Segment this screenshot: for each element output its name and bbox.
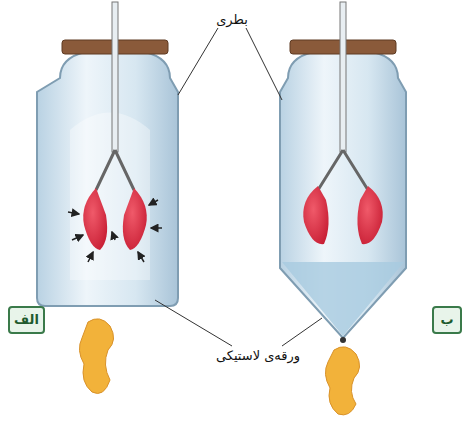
panel-letter-box: ب	[432, 306, 462, 334]
bottle-label: بطری	[214, 12, 250, 28]
panel-letter-box: الف	[8, 306, 45, 334]
panel-letter: ب	[440, 312, 453, 328]
rubber-sheet-label: ورقه‌ی لاستیکی	[214, 348, 302, 364]
panel-letter: الف	[14, 312, 39, 328]
bottle-a	[37, 2, 178, 394]
leader-lines	[155, 28, 322, 346]
